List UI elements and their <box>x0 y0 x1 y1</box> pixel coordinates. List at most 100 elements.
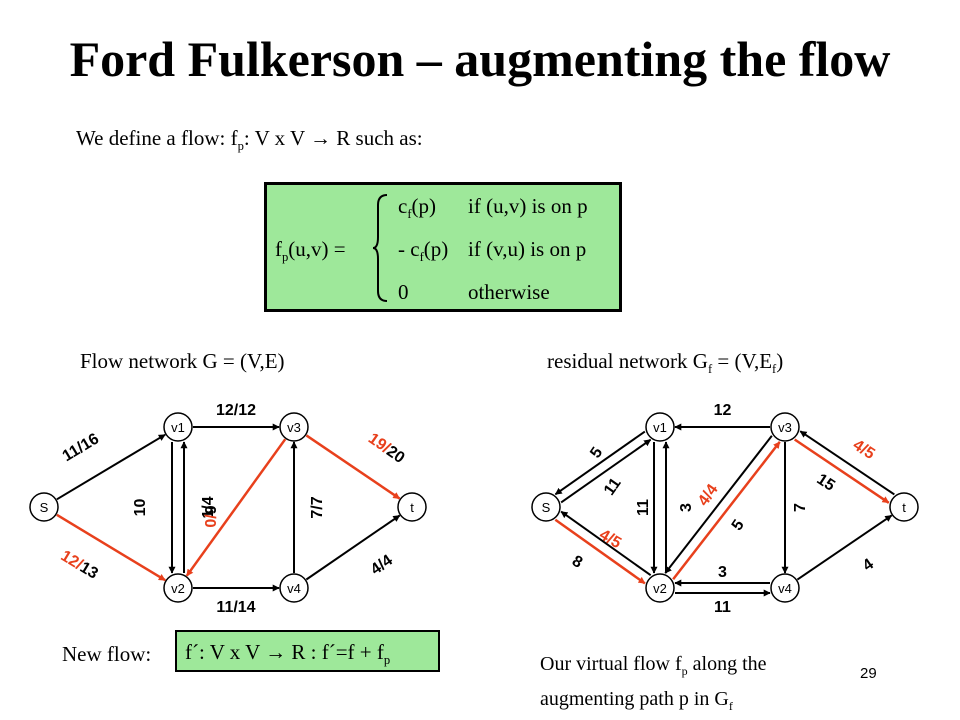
flow-edge-v2-v1-label: 1/4 <box>200 496 217 518</box>
flow-node-t <box>397 492 427 522</box>
new-flow-subscript: p <box>383 653 391 668</box>
new-flow-formula-box: f´: V x V → R : f´=f + fp <box>175 630 440 672</box>
flow-edge-v4-t <box>305 514 401 581</box>
caption-line-2-sub: f <box>728 699 733 713</box>
page-title: Ford Fulkerson – augmenting the flow <box>69 31 891 87</box>
case-1-subscript: f <box>407 207 412 222</box>
case-2-pre: - c <box>398 237 420 261</box>
residual-edge-s-v1 <box>560 438 652 504</box>
residual-edge-v3-v4-label: 7 <box>792 503 809 512</box>
residual-edge-v4-v2-label: 11 <box>714 599 731 616</box>
lhs-post: (u,v) = <box>288 237 346 261</box>
caption-line-2: augmenting path p in Gf <box>540 685 767 720</box>
residual-edge-s-v1-label: 11 <box>601 475 625 499</box>
residual-edge-v3-t-label: 4/5 <box>850 437 878 463</box>
residual-node-label-t: t <box>902 500 906 515</box>
residual-edge-v1-s-label: 5 <box>587 444 606 461</box>
flow-edge-v1-v3-label: 12/12 <box>216 402 256 419</box>
intro-post: : V x V → R such as: <box>243 126 423 150</box>
caption-line-1-sub: p <box>681 664 688 678</box>
case-1-value: (p) <box>411 194 437 218</box>
flow-node-label-v2: v2 <box>171 581 185 596</box>
caption-line-1-post: along the <box>687 653 767 675</box>
flow-node-label-s: S <box>40 500 49 515</box>
residual-node-v2 <box>645 573 675 603</box>
residual-node-label-v4: v4 <box>778 581 792 596</box>
residual-edge-v3-v1-label: 12 <box>714 402 732 419</box>
flow-edge-v3-v2-label: 0/9 <box>203 505 220 527</box>
flow-edge-v4-v3-label: 7/7 <box>309 496 326 518</box>
residual-node-v4 <box>770 573 800 603</box>
flow-node-label-v3: v3 <box>287 420 301 435</box>
case-1-pre: c <box>398 194 408 218</box>
residual-edge-v3-t <box>793 438 890 504</box>
residual-heading-mid: = (V,E <box>712 349 773 373</box>
left-brace-icon <box>372 194 388 302</box>
flow-edge-v3-v2 <box>185 438 287 577</box>
flow-edge-v3-t-label: 19/20 <box>365 430 408 467</box>
residual-edge-v2-s-label: 8 <box>569 553 585 572</box>
residual-node-label-v1: v1 <box>653 420 667 435</box>
residual-node-t <box>889 492 919 522</box>
residual-edge-t-v3 <box>799 430 895 496</box>
residual-edge-v1-v2-label: 11 <box>635 499 652 516</box>
page-number: 29 <box>860 665 877 682</box>
flow-edge-s-v1-label: 11/16 <box>60 430 102 465</box>
flow-node-s <box>29 492 59 522</box>
residual-edge-v4-t-label: 4 <box>860 556 877 575</box>
caption-line-1: Our virtual flow fp along the <box>540 650 767 685</box>
case-1-condition: if (u,v) is on p <box>468 194 588 218</box>
flow-edge-s-v2-label: 12/13 <box>58 548 101 583</box>
flow-node-v3 <box>279 412 309 442</box>
residual-network-heading: residual network Gf = (V,Ef) <box>547 349 783 377</box>
case-2-value: (p) <box>423 237 449 261</box>
flow-node-label-v1: v1 <box>171 420 185 435</box>
flow-node-label-v4: v4 <box>287 581 301 596</box>
flow-node-v2 <box>163 573 193 603</box>
residual-node-label-s: S <box>542 500 551 515</box>
residual-node-v1 <box>645 412 675 442</box>
flow-edge-s-v1 <box>56 433 166 501</box>
residual-node-label-v3: v3 <box>778 420 792 435</box>
residual-edge-v1-s <box>554 430 646 496</box>
new-flow-label: New flow: <box>62 642 152 666</box>
virtual-flow-caption: Our virtual flow fp along the augmenting… <box>540 650 767 720</box>
case-2-subscript: f <box>419 250 424 265</box>
definition-case-1: cf(p) if (u,v) is on p <box>398 194 588 222</box>
residual-edge-v2-v4-label: 3 <box>718 564 727 581</box>
flow-node-v4 <box>279 573 309 603</box>
flow-node-label-t: t <box>410 500 414 515</box>
residual-heading-sub2: f <box>772 362 777 377</box>
flow-edge-s-v2 <box>56 513 166 582</box>
residual-node-v3 <box>770 412 800 442</box>
residual-edge-s-v2 <box>554 518 646 585</box>
lhs-subscript: p <box>282 250 289 265</box>
definition-lhs: fp(u,v) = <box>275 237 346 265</box>
flow-network-graph: Sv1v2v3v4t11/1612/1312/121/4100/911/147/… <box>29 402 427 616</box>
intro-subscript: p <box>237 139 244 154</box>
case-3-condition: otherwise <box>468 280 550 304</box>
flow-node-v1 <box>163 412 193 442</box>
residual-edge-v4-t <box>796 514 893 581</box>
residual-edge-v2-s <box>560 510 652 577</box>
residual-heading-pre: residual network G <box>547 349 708 373</box>
case-3-value: 0 <box>398 280 409 304</box>
intro-pre: We define a flow: f <box>76 126 238 150</box>
new-flow-formula: f´: V x V → R : f´=f + f <box>185 640 384 664</box>
residual-heading-sub1: f <box>707 362 713 377</box>
residual-node-s <box>531 492 561 522</box>
flow-network-heading: Flow network G = (V,E) <box>80 349 285 373</box>
residual-edge-v3-v2-label: 5 <box>729 517 748 534</box>
flow-edge-v1-v2-label: 10 <box>132 499 149 517</box>
caption-line-2-pre: augmenting path p in G <box>540 688 729 710</box>
residual-node-label-v2: v2 <box>653 581 667 596</box>
residual-edge-v2-v3 <box>672 441 781 580</box>
flow-definition-box: fp(u,v) = cf(p)if (u,v) is on p - cf(p)i… <box>264 182 622 312</box>
definition-case-2: - cf(p) if (v,u) is on p <box>398 237 586 265</box>
flow-definition-intro: We define a flow: fp: V x V → R such as: <box>76 126 423 154</box>
residual-edge-v2-v1-label: 3 <box>678 503 695 512</box>
caption-line-1-pre: Our virtual flow f <box>540 653 682 675</box>
case-2-condition: if (v,u) is on p <box>468 237 587 261</box>
